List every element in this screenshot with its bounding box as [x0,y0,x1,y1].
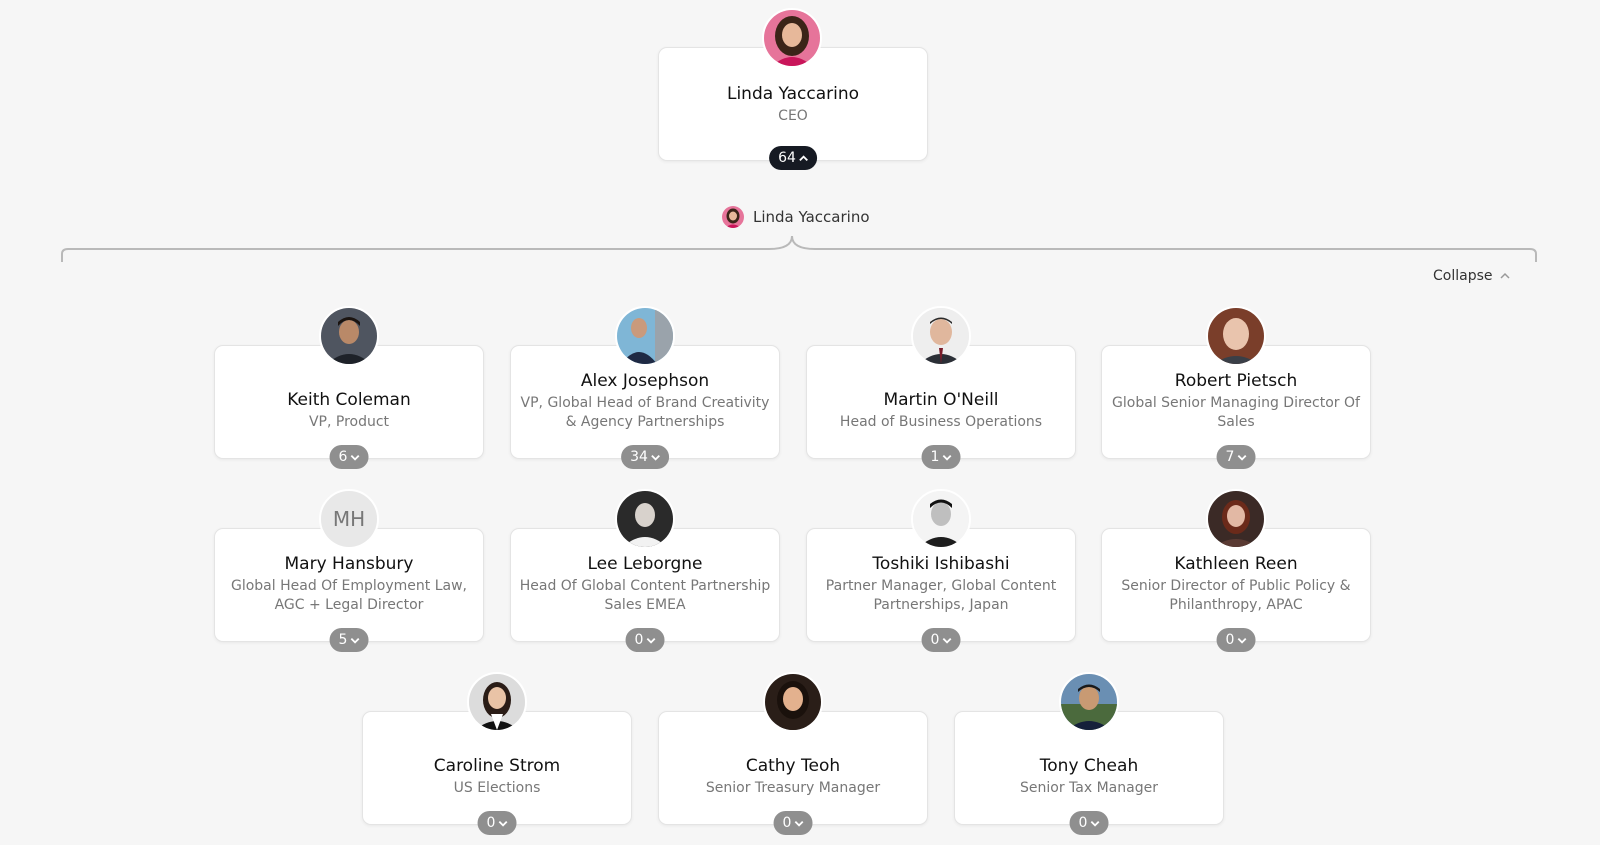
avatar [319,306,379,366]
avatar [615,489,675,549]
collapse-label: Collapse [1433,268,1493,284]
reports-count: 5 [338,632,348,648]
chevron-down-icon [794,820,804,827]
chevron-down-icon [942,454,952,461]
avatar [1206,306,1266,366]
report-title: Global Senior Managing Director Of Sales [1112,395,1360,430]
chevron-down-icon [651,454,660,461]
reports-toggle-robert-pietsch[interactable]: 7 [1216,445,1256,469]
root-reports-count: 64 [778,150,796,166]
report-title: VP, Product [308,414,390,430]
report-title: US Elections [453,780,541,796]
chevron-down-icon [942,637,952,644]
root-reports-toggle[interactable]: 64 [769,146,817,170]
initials-avatar: MH [319,489,379,549]
report-name: Caroline Strom [433,756,561,776]
avatar [615,306,675,366]
reports-toggle-lee-leborgne[interactable]: 0 [625,628,665,652]
reports-count: 34 [630,449,648,465]
reports-count: 0 [782,815,792,831]
report-name: Lee Leborgne [587,554,703,574]
reports-toggle-alex-josephson[interactable]: 34 [621,445,669,469]
chevron-down-icon [1090,820,1100,827]
chevron-down-icon [498,820,508,827]
report-title: Head Of Global Content Partnership Sales… [519,578,771,613]
collapse-button[interactable]: Collapse [1433,268,1511,284]
report-name: Kathleen Reen [1174,554,1298,574]
reports-toggle-martin-o-neill[interactable]: 1 [921,445,961,469]
reports-toggle-caroline-strom[interactable]: 0 [477,811,517,835]
report-name: Martin O'Neill [883,390,999,410]
hierarchy-connector [61,235,1537,262]
report-name: Robert Pietsch [1174,371,1298,391]
avatar [467,672,527,732]
report-name: Cathy Teoh [745,756,841,776]
reports-count: 0 [1225,632,1235,648]
report-title: Partner Manager, Global Content Partners… [825,578,1057,613]
root-name: Linda Yaccarino [726,84,860,104]
chevron-up-icon [1499,272,1510,279]
root-avatar [762,8,822,68]
avatar [1059,672,1119,732]
reports-toggle-cathy-teoh[interactable]: 0 [773,811,813,835]
report-name: Mary Hansbury [284,554,414,574]
manager-avatar [722,206,744,228]
avatar [911,306,971,366]
reports-count: 7 [1225,449,1235,465]
report-name: Alex Josephson [580,371,710,391]
avatar [1206,489,1266,549]
report-name: Tony Cheah [1039,756,1139,776]
manager-breadcrumb[interactable]: Linda Yaccarino [722,206,870,228]
chevron-down-icon [1237,454,1247,461]
reports-count: 0 [930,632,940,648]
manager-name: Linda Yaccarino [753,208,870,226]
report-title: Senior Tax Manager [1020,780,1158,796]
reports-count: 1 [930,449,940,465]
reports-count: 0 [634,632,644,648]
report-title: Senior Director of Public Policy & Phila… [1121,578,1351,613]
root-title: CEO [778,108,808,124]
avatar [911,489,971,549]
chevron-down-icon [1237,637,1247,644]
report-title: Senior Treasury Manager [705,780,881,796]
reports-toggle-toshiki-ishibashi[interactable]: 0 [921,628,961,652]
avatar-initials: MH [321,491,377,547]
chevron-down-icon [646,637,656,644]
reports-toggle-mary-hansbury[interactable]: 5 [329,628,369,652]
chevron-down-icon [350,454,360,461]
reports-toggle-kathleen-reen[interactable]: 0 [1216,628,1256,652]
report-title: Global Head Of Employment Law, AGC + Leg… [230,578,468,613]
report-title: Head of Business Operations [839,414,1043,430]
avatar [763,672,823,732]
chevron-up-icon [799,154,808,161]
reports-count: 0 [1078,815,1088,831]
chevron-down-icon [350,637,360,644]
reports-toggle-keith-coleman[interactable]: 6 [329,445,369,469]
reports-count: 6 [338,449,348,465]
report-name: Keith Coleman [287,390,411,410]
report-title: VP, Global Head of Brand Creativity & Ag… [520,395,770,430]
reports-count: 0 [486,815,496,831]
report-name: Toshiki Ishibashi [872,554,1010,574]
reports-toggle-tony-cheah[interactable]: 0 [1069,811,1109,835]
